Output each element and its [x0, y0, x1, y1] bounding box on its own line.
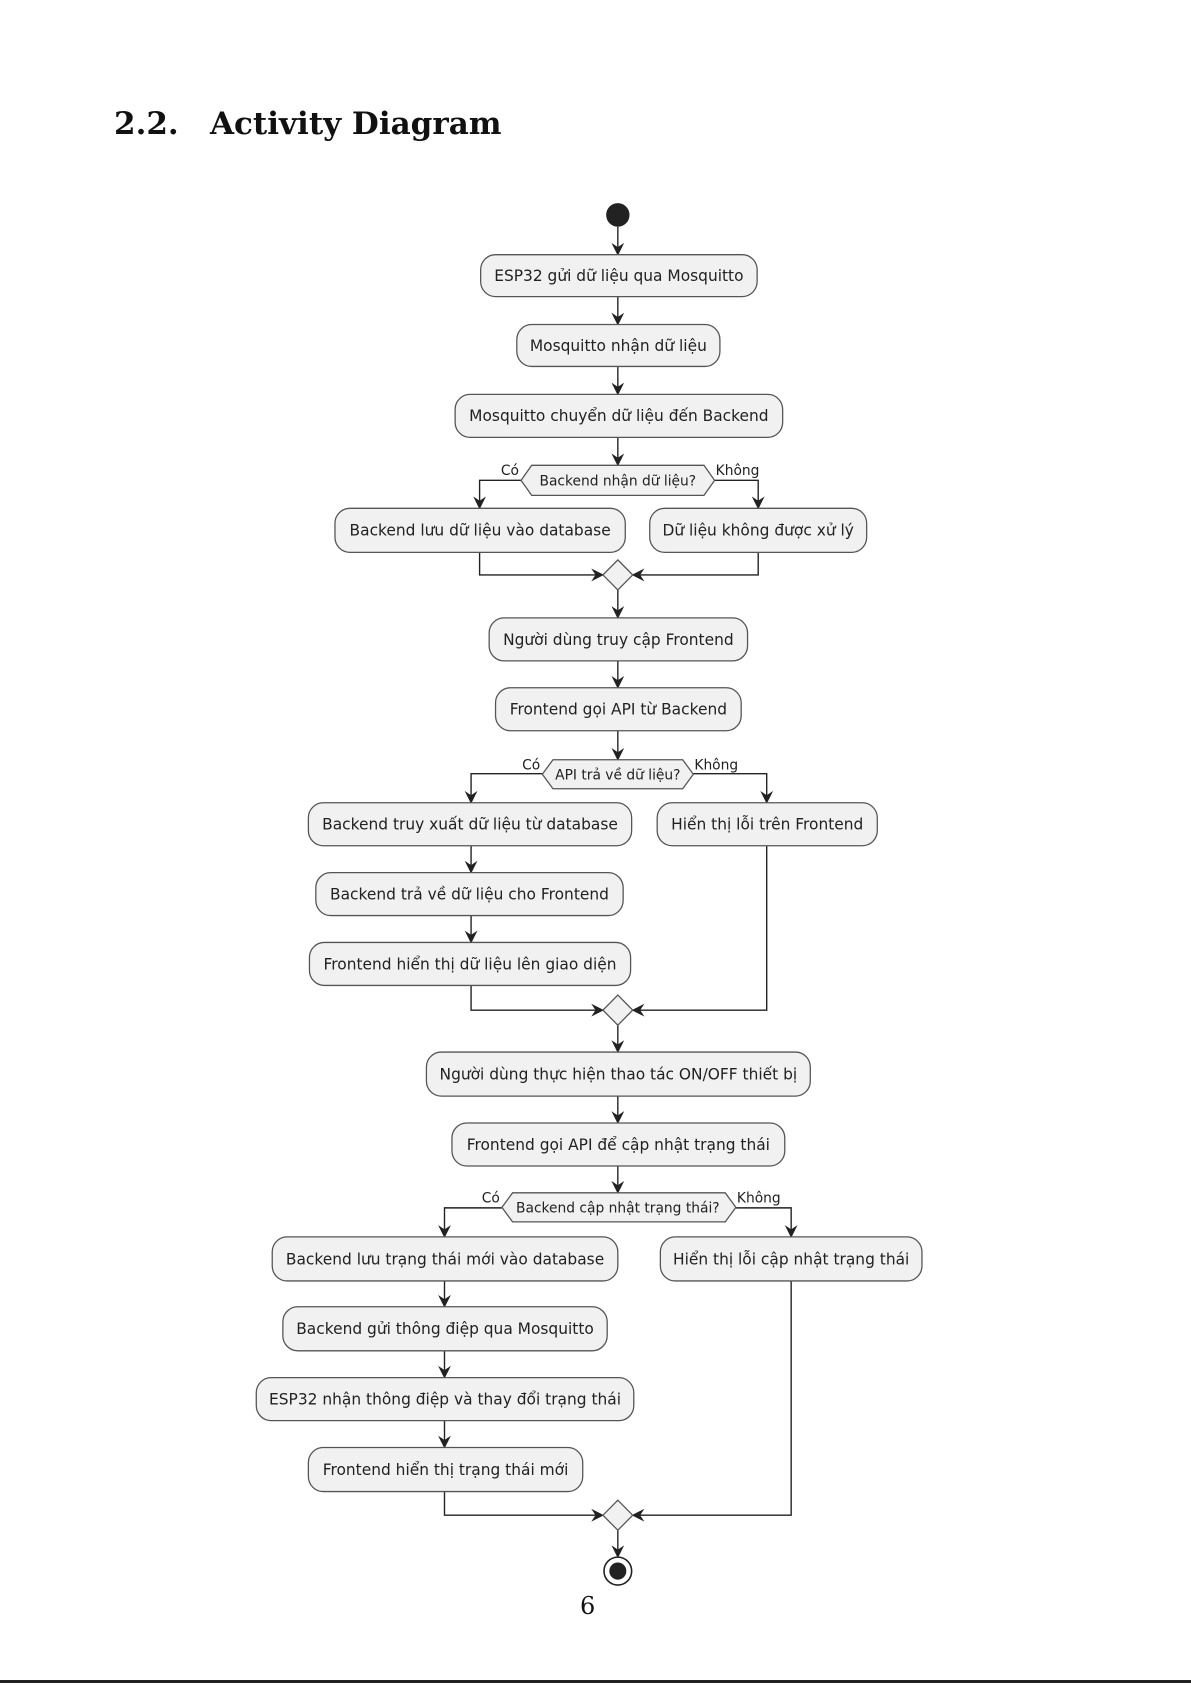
activity-label: Backend lưu trạng thái mới vào database	[286, 1250, 604, 1268]
activity-node: Người dùng thực hiện thao tác ON/OFF thi…	[425, 1051, 811, 1097]
activity-node: Mosquitto nhận dữ liệu	[516, 323, 721, 368]
flow-arrow	[470, 985, 605, 1017]
page-number: 6	[580, 1592, 596, 1620]
activity-label: Frontend hiển thị trạng thái mới	[323, 1461, 569, 1479]
activity-node: Hiển thị lỗi cập nhật trạng thái	[659, 1236, 923, 1282]
activity-node: Frontend hiển thị trạng thái mới	[307, 1446, 584, 1493]
decision-question: API trả về dữ liệu?	[555, 767, 680, 784]
flow-arrow	[714, 479, 765, 510]
activity-node: Mosquitto chuyển dữ liệu đến Backend	[454, 393, 784, 439]
activity-label: Người dùng truy cập Frontend	[503, 631, 734, 649]
flow-arrow	[478, 552, 605, 582]
start-node	[606, 203, 630, 227]
section-heading: 2.2. Activity Diagram	[114, 106, 502, 142]
activity-label: ESP32 nhận thông điệp và thay đổi trạng …	[269, 1390, 621, 1408]
decision-yes-label: Có	[482, 1190, 500, 1206]
flow-arrow	[631, 845, 768, 1017]
activity-node: Người dùng truy cập Frontend	[488, 617, 749, 662]
activity-label: Frontend hiển thị dữ liệu lên giao diện	[324, 955, 617, 973]
decision-yes-label: Có	[522, 757, 540, 773]
activity-label: Backend trả về dữ liệu cho Frontend	[330, 885, 609, 903]
merge-node	[602, 1499, 634, 1532]
activity-label: Frontend gọi API từ Backend	[510, 701, 727, 719]
activity-node: Backend lưu dữ liệu vào database	[334, 507, 626, 553]
flow-arrow	[631, 552, 759, 582]
activity-label: Backend truy xuất dữ liệu từ database	[322, 816, 618, 834]
activity-label: Hiển thị lỗi cập nhật trạng thái	[673, 1250, 909, 1268]
activity-node: Dữ liệu không được xử lý	[649, 507, 868, 553]
activity-node: Backend truy xuất dữ liệu từ database	[307, 802, 633, 847]
flow-arrow	[631, 1280, 792, 1522]
decision-no-label: Không	[716, 463, 760, 479]
flow-arrow	[735, 1207, 798, 1238]
flow-arrow	[693, 773, 774, 804]
activity-label: Người dùng thực hiện thao tác ON/OFF thi…	[440, 1065, 798, 1083]
flow-arrow	[443, 1491, 605, 1522]
bottom-divider	[0, 1680, 1191, 1683]
activity-node: ESP32 nhận thông điệp và thay đổi trạng …	[255, 1377, 635, 1422]
decision-no-label: Không	[737, 1190, 781, 1206]
activity-label: Backend gửi thông điệp qua Mosquitto	[296, 1320, 594, 1338]
activity-label: Mosquitto nhận dữ liệu	[530, 337, 707, 355]
activity-label: Backend lưu dữ liệu vào database	[350, 522, 611, 540]
decision-node: API trả về dữ liệu? Có Không	[522, 757, 738, 790]
decision-node: Backend nhận dữ liệu? Có Không	[501, 463, 760, 497]
activity-label: Frontend gọi API để cập nhật trạng thái	[467, 1136, 770, 1154]
section-number: 2.2.	[114, 106, 179, 142]
decision-yes-label: Có	[501, 463, 519, 479]
activity-node: Frontend hiển thị dữ liệu lên giao diện	[308, 941, 632, 987]
section-title: Activity Diagram	[210, 106, 502, 142]
activity-label: Dữ liệu không được xử lý	[662, 522, 853, 540]
activity-node: Frontend gọi API từ Backend	[494, 687, 742, 732]
activity-node: Frontend gọi API để cập nhật trạng thái	[451, 1122, 786, 1167]
activity-label: Mosquitto chuyển dữ liệu đến Backend	[469, 407, 768, 425]
activity-node: ESP32 gửi dữ liệu qua Mosquitto	[480, 254, 758, 298]
activity-node: Backend gửi thông điệp qua Mosquitto	[282, 1306, 608, 1352]
end-node	[603, 1556, 633, 1586]
activity-node: Hiển thị lỗi trên Frontend	[656, 802, 878, 847]
merge-node	[602, 558, 634, 591]
decision-question: Backend nhận dữ liệu?	[540, 474, 697, 490]
activity-node: Backend trả về dữ liệu cho Frontend	[315, 871, 624, 917]
flow-arrow	[438, 1207, 502, 1238]
activity-label: Hiển thị lỗi trên Frontend	[671, 816, 863, 834]
decision-node: Backend cập nhật trạng thái? Có Không	[482, 1190, 781, 1223]
activity-label: ESP32 gửi dữ liệu qua Mosquitto	[494, 267, 743, 285]
merge-node	[602, 994, 634, 1027]
decision-question: Backend cập nhật trạng thái?	[516, 1201, 720, 1217]
decision-no-label: Không	[694, 757, 738, 773]
flow-arrow	[473, 479, 522, 510]
flow-arrow	[464, 773, 543, 804]
activity-node: Backend lưu trạng thái mới vào database	[271, 1236, 619, 1282]
